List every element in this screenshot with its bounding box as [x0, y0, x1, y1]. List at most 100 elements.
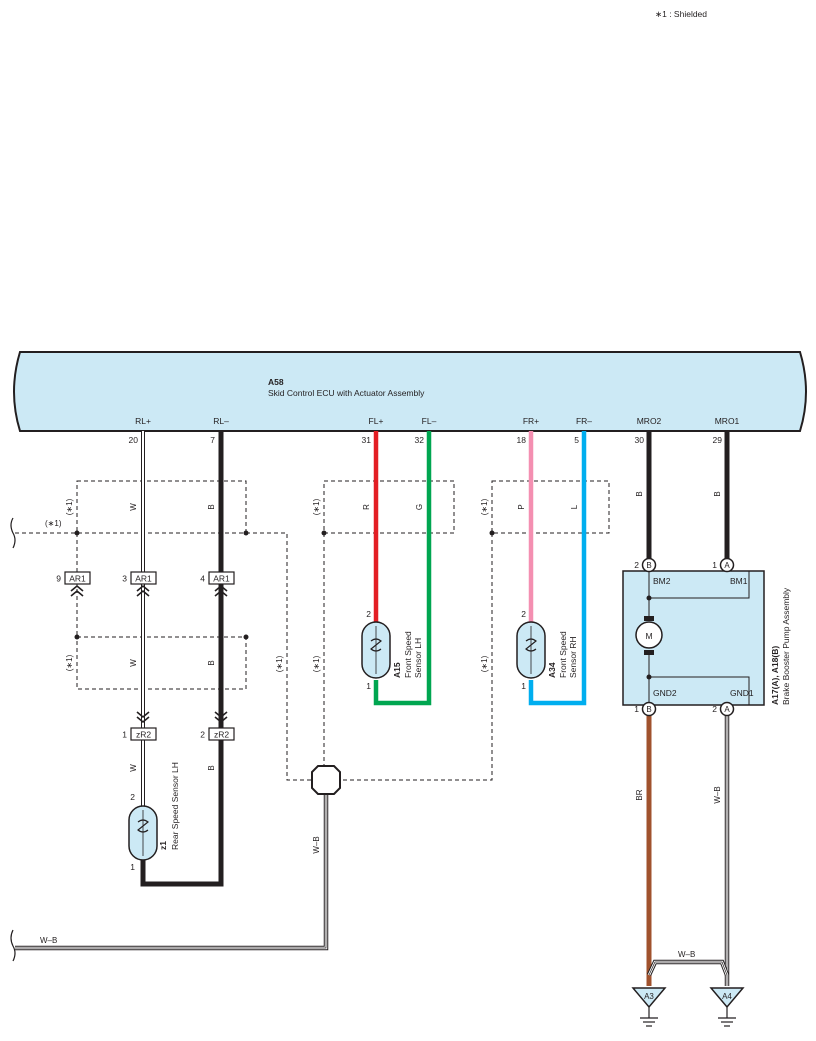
break-mark-shield [10, 517, 16, 549]
pin-29: 29 [713, 435, 723, 445]
shield-drain-front-rh [339, 533, 493, 781]
wire-color-labels: W B R G P L B B W B W B BR W–B W–B W–B W… [40, 491, 722, 959]
ground-a4-icon: A4 [709, 987, 745, 1027]
sensor-name-2: Sensor LH [413, 638, 423, 678]
terminal-rl-plus: RL+ [135, 416, 151, 426]
svg-text:1: 1 [521, 681, 526, 691]
svg-text:2: 2 [634, 560, 639, 570]
terminal-rl-minus: RL– [213, 416, 229, 426]
pump-pin-top-right: A 1 [712, 557, 735, 573]
pump-name: Brake Booster Pump Assembly [781, 587, 791, 705]
sensor-rear-lh: 2 1 z1 Rear Speed Sensor LH [128, 762, 180, 872]
motor-symbol: M [645, 631, 652, 641]
svg-text:3: 3 [122, 574, 127, 584]
connector-ar1-b: AR1 4 [200, 571, 235, 597]
junction-dot [489, 530, 495, 536]
pump-assembly: M BM2 BM1 GND2 GND1 A17(A), A18(B) Brake… [622, 570, 791, 706]
wire-shield-drain [15, 790, 329, 951]
sensor-name-2: Sensor RH [568, 636, 578, 678]
sensor-code: A34 [547, 662, 557, 678]
svg-text:B: B [646, 705, 651, 714]
break-mark-wb [10, 929, 16, 962]
pump-pin-bottom-right: A 2 [712, 701, 735, 717]
shield-mark: (∗1) [480, 498, 489, 515]
svg-text:AR1: AR1 [135, 574, 152, 584]
wire-label: W [129, 503, 138, 511]
wire-label: B [635, 491, 644, 496]
ecu-name: Skid Control ECU with Actuator Assembly [268, 388, 425, 398]
svg-text:2: 2 [521, 609, 526, 619]
pin-30: 30 [635, 435, 645, 445]
pump-label-gnd2: GND2 [653, 688, 677, 698]
junction-dot [321, 530, 327, 536]
shield-mark: (∗1) [65, 498, 74, 515]
shield-mark: (∗1) [65, 654, 74, 671]
wire-label: W–B [312, 836, 321, 853]
shield-marks-vertical: (∗1) (∗1) (∗1) (∗1) (∗1) (∗1) (∗1) [65, 498, 489, 672]
svg-text:2: 2 [130, 792, 135, 802]
wire-ground-bridge [646, 959, 730, 976]
terminal-fl-plus: FL+ [369, 416, 384, 426]
shield-mark: (∗1) [312, 655, 321, 672]
wire-label: W–B [40, 936, 57, 945]
pump-pin-bottom-left: B 1 [634, 701, 657, 717]
svg-text:AR1: AR1 [213, 574, 230, 584]
pin-5: 5 [574, 435, 579, 445]
ground-a3-icon: A3 [631, 987, 667, 1027]
wire-label: R [362, 504, 371, 510]
shield-mark: (∗1) [312, 498, 321, 515]
pump-label-bm2: BM2 [653, 576, 671, 586]
sensor-name-1: Front Speed [558, 631, 568, 678]
terminal-mro1: MRO1 [715, 416, 740, 426]
junction-dot [243, 634, 249, 640]
shield-legend-note: ∗1 : Shielded [655, 9, 707, 19]
pump-code: A17(A), A18(B) [770, 646, 780, 705]
svg-text:1: 1 [634, 704, 639, 714]
shield-mark: (∗1) [275, 655, 284, 672]
sensor-front-rh: 2 1 A34 Front Speed Sensor RH [516, 609, 578, 691]
junction-dot [243, 530, 249, 536]
junction-dot [74, 530, 80, 536]
wire-label: P [517, 504, 526, 509]
svg-text:A: A [724, 705, 730, 714]
sensor-front-lh: 2 1 A15 Front Speed Sensor LH [361, 609, 423, 691]
shield-drain-left [15, 532, 313, 781]
terminal-mro2: MRO2 [637, 416, 662, 426]
connector-zr2-w: zR2 1 [122, 711, 157, 741]
shield-box-rear-upper [76, 480, 247, 534]
wire-label: W–B [713, 786, 722, 803]
wire-fl-minus [373, 431, 432, 706]
motor-icon [635, 621, 663, 649]
svg-text:1: 1 [712, 560, 717, 570]
shield-box-rear-lower [76, 636, 247, 690]
wire-label: W [129, 659, 138, 667]
shield-junction-icon [311, 765, 341, 795]
wire-label: BR [635, 789, 644, 800]
connector-ar1-shield: AR1 9 [56, 571, 91, 597]
junction-dot [74, 634, 80, 640]
pump-pin-top-left: B 2 [634, 557, 657, 573]
svg-text:2: 2 [366, 609, 371, 619]
svg-text:1: 1 [122, 730, 127, 740]
pin-18: 18 [517, 435, 527, 445]
svg-text:2: 2 [712, 704, 717, 714]
wire-label: W [129, 764, 138, 772]
svg-text:A: A [724, 561, 730, 570]
terminal-fr-minus: FR– [576, 416, 592, 426]
wire-label: B [207, 504, 216, 509]
svg-text:A3: A3 [644, 992, 654, 1001]
wire-label: B [207, 660, 216, 665]
pin-32: 32 [415, 435, 425, 445]
svg-text:zR2: zR2 [136, 730, 151, 740]
svg-text:AR1: AR1 [69, 574, 86, 584]
sensor-code: A15 [392, 662, 402, 678]
svg-text:4: 4 [200, 574, 205, 584]
shield-mark-left: (∗1) [45, 519, 62, 528]
svg-text:1: 1 [130, 862, 135, 872]
wire-label: B [207, 765, 216, 770]
svg-text:2: 2 [200, 730, 205, 740]
sensor-code: z1 [158, 841, 168, 850]
wire-fr-minus [528, 431, 587, 706]
